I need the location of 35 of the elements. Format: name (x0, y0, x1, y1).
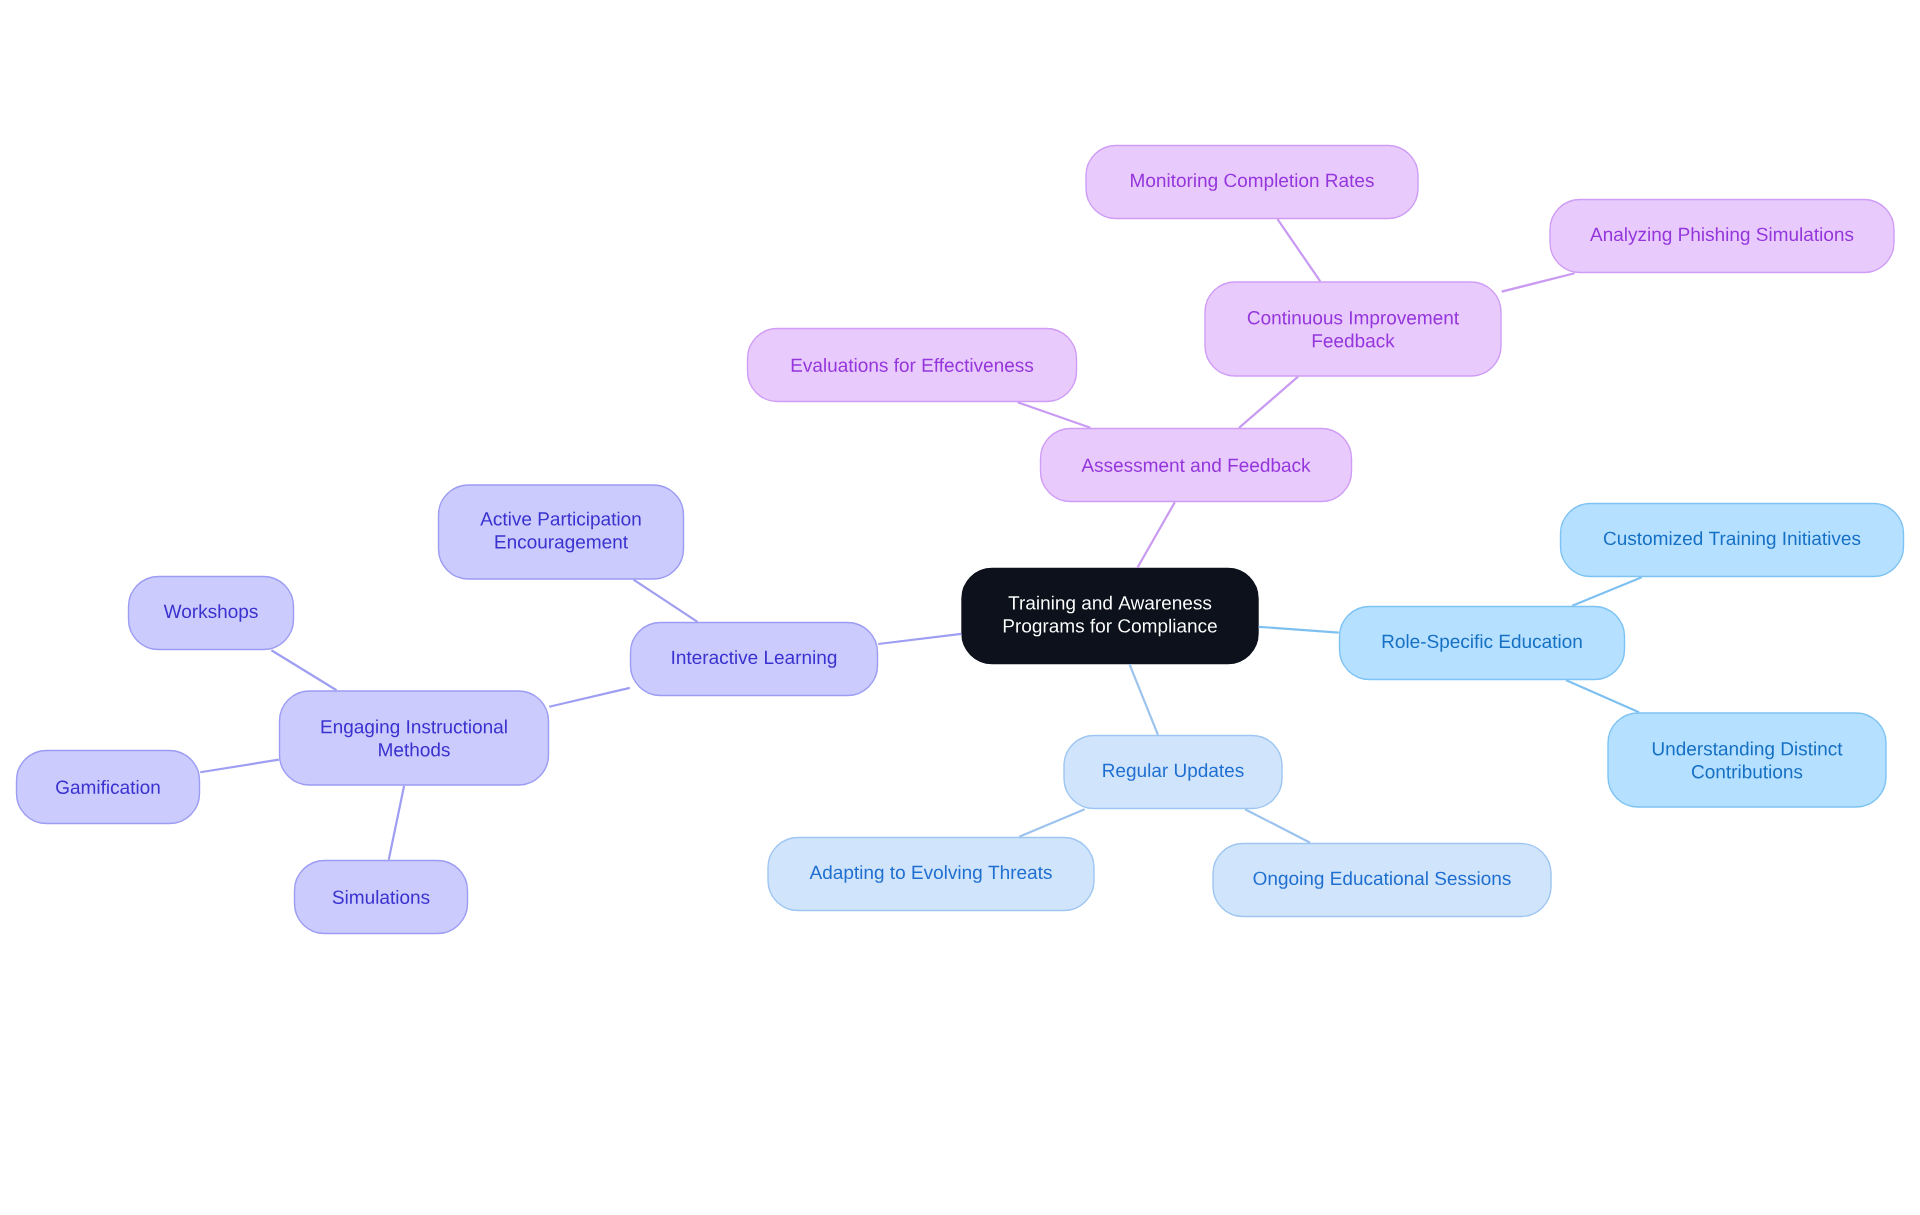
topic-box: Adapting to Evolving Threats (767, 836, 1095, 912)
topic-box: Evaluations for Effectiveness (746, 327, 1078, 403)
connector-line (1571, 576, 1643, 607)
central-topic-box: Training and Awareness Programs for Compliance (961, 567, 1259, 665)
topic-box: Assessment and Feedback (1039, 427, 1353, 503)
connector-line (548, 686, 631, 708)
connector-line (1565, 679, 1640, 714)
topic-box: Simulations (293, 859, 469, 935)
connector-line (387, 785, 406, 861)
topic-box: Monitoring Completion Rates (1085, 144, 1419, 220)
topic-box: Ongoing Educational Sessions (1212, 842, 1552, 918)
connector-line (200, 758, 279, 774)
connector-line (1018, 808, 1086, 838)
topic-box: Understanding Distinct Contributions (1607, 712, 1887, 808)
connector-line (632, 578, 699, 623)
topic-box: Engaging Instructional Methods (278, 690, 550, 786)
topic-box: Customized Training Initiatives (1559, 502, 1905, 578)
topic-box: Role-Specific Education (1338, 605, 1626, 681)
topic-box: Active Participation Encouragement (437, 484, 685, 580)
topic-box: Workshops (127, 575, 295, 651)
connector-line (1501, 272, 1575, 293)
topic-box: Analyzing Phishing Simulations (1549, 198, 1895, 274)
connector-line (878, 632, 962, 646)
connector-line (1258, 625, 1339, 634)
connector-line (1136, 501, 1176, 569)
topic-box: Interactive Learning (629, 621, 879, 697)
connector-line (1017, 401, 1091, 429)
connector-line (1238, 375, 1299, 429)
connector-line (270, 649, 338, 692)
topic-box: Gamification (15, 749, 201, 825)
connector-line (1276, 218, 1322, 282)
connector-line (1128, 663, 1159, 736)
connector-line (1244, 808, 1311, 844)
topic-box: Regular Updates (1063, 734, 1283, 810)
topic-box: Continuous Improvement Feedback (1204, 281, 1502, 377)
